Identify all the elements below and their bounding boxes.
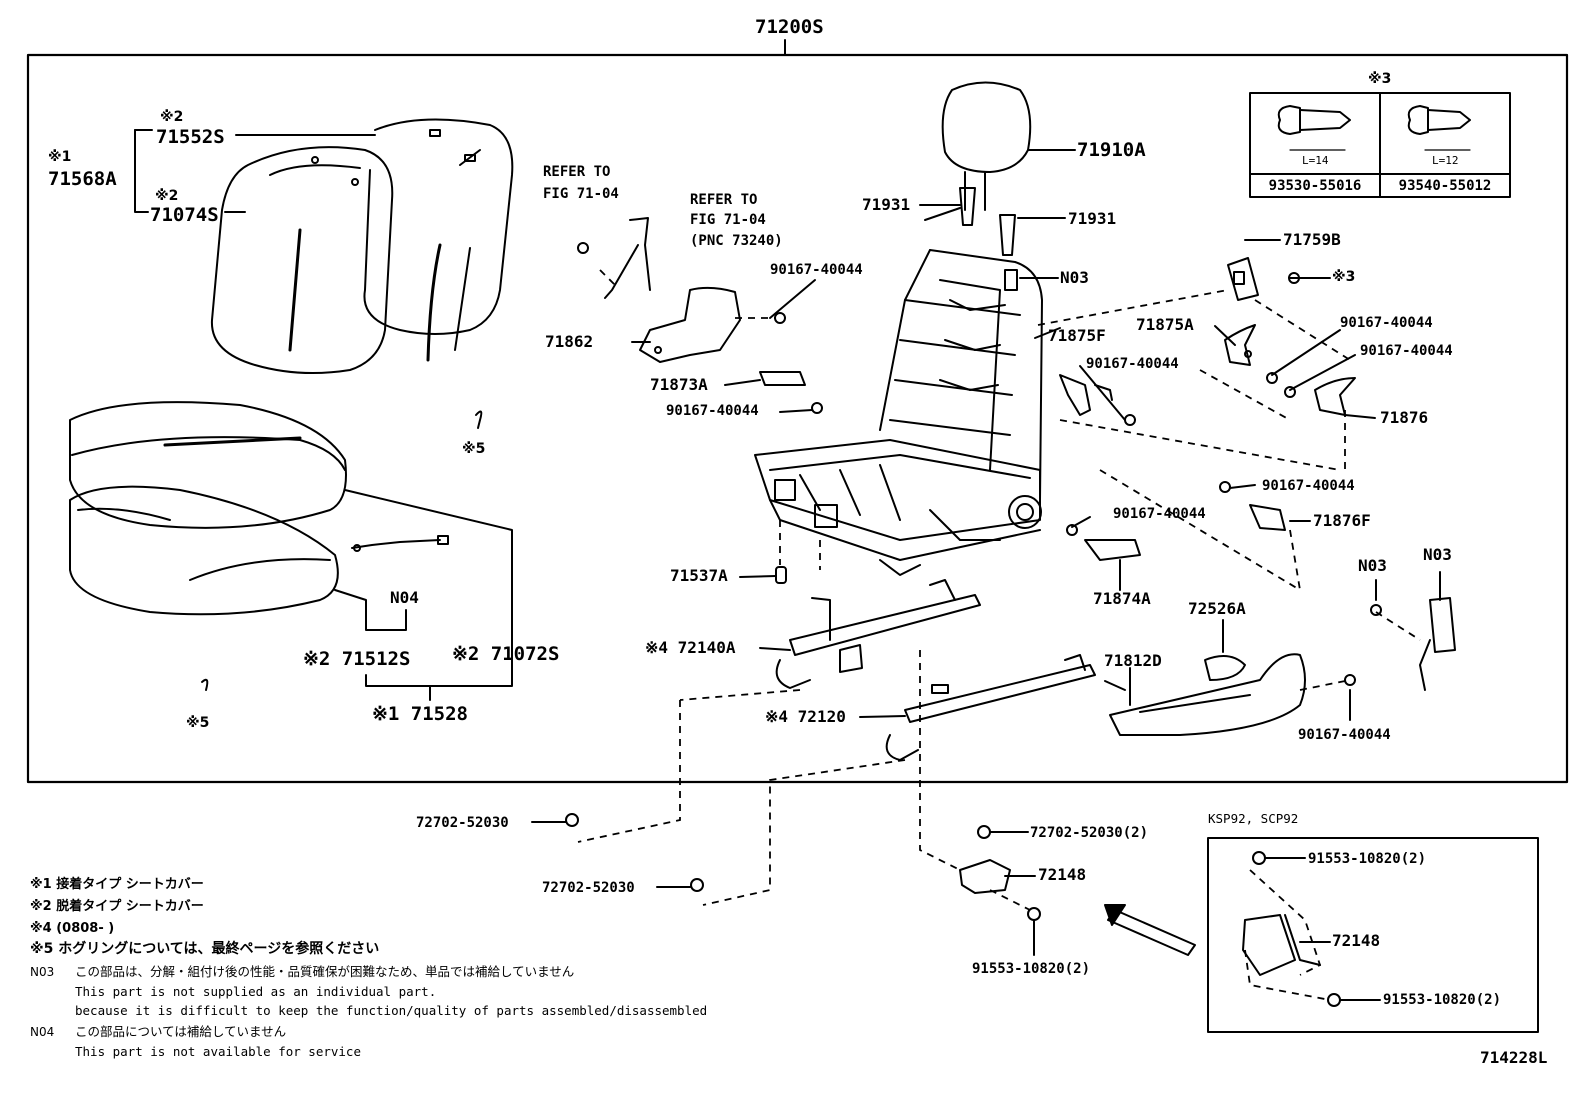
note-mark-4: ※4 (0808- ) [30, 921, 115, 936]
label-90167-h: 90167-40044 [1298, 727, 1391, 743]
note-n03-label: N03 [30, 965, 55, 979]
seat-cushion-cover [69, 401, 347, 529]
label-90167-e: 90167-40044 [1360, 343, 1453, 359]
seat-back-cover [210, 146, 394, 375]
label-90167-f: 90167-40044 [1262, 478, 1355, 494]
refer-fig-1-line1: REFER TO [543, 164, 611, 180]
label-n03-a: N03 [1358, 556, 1387, 575]
mark-1-71568A: ※1 [48, 149, 72, 165]
fastener-part-1: 93530-55016 [1268, 178, 1362, 194]
label-72702-c: 72702-52030(2) [1030, 825, 1149, 841]
note-mark-1: ※1 接着タイプ シートカバー [30, 877, 204, 892]
refer-fig-2-line2: FIG 71-04 [690, 212, 766, 228]
variant-box [1207, 837, 1539, 1033]
figure-code: 714228L [1480, 1048, 1548, 1067]
note-mark-2: ※2 脱着タイプ シートカバー [30, 899, 204, 914]
fastener-table [1249, 92, 1511, 198]
label-90167-d: 90167-40044 [1340, 315, 1433, 331]
label-90167-g: 90167-40044 [1113, 506, 1206, 522]
label-72148-a: 72148 [1038, 865, 1087, 884]
label-n03-b: N03 [1423, 545, 1452, 564]
label-91553-c: 91553-10820(2) [1383, 992, 1502, 1008]
assembly-frame [26, 53, 1569, 784]
fastener-table-header: ※3 [1368, 71, 1392, 87]
label-n03-top: N03 [1060, 268, 1089, 287]
label-71931-a: 71931 [862, 195, 911, 214]
label-71873A: 71873A [650, 375, 708, 394]
label-72148-b: 72148 [1332, 931, 1381, 950]
label-71552S: 71552S [156, 126, 225, 148]
label-71875A: 71875A [1136, 315, 1194, 334]
mark-5-hog-ring-cushion: ※5 [186, 715, 210, 731]
fastener-length-2: L=12 [1432, 154, 1459, 167]
note-n03-en-1: This part is not supplied as an individu… [75, 984, 437, 999]
label-71568A: 71568A [48, 168, 117, 190]
fastener-part-2: 93540-55012 [1398, 178, 1492, 194]
seat-cushion-pad [69, 485, 339, 616]
label-71074S: 71074S [150, 204, 219, 226]
variant-box-title: KSP92, SCP92 [1208, 811, 1299, 826]
mark-5-hog-ring-back: ※5 [462, 441, 486, 457]
label-91553-b: 91553-10820(2) [1308, 851, 1427, 867]
label-71862: 71862 [545, 332, 594, 351]
mark-3-clip: ※3 [1332, 269, 1356, 285]
label-71931-b: 71931 [1068, 209, 1117, 228]
headrest [941, 81, 1032, 211]
seat-frame [754, 249, 1043, 576]
label-72120: ※4 72120 [765, 707, 846, 726]
refer-fig-2-line1: REFER TO [690, 192, 758, 208]
label-71910A: 71910A [1077, 139, 1146, 161]
label-90167-b: 90167-40044 [666, 403, 759, 419]
seat-rail-inner [885, 654, 1096, 761]
mark-2-71074S: ※2 [155, 188, 179, 204]
label-71759B: 71759B [1283, 230, 1341, 249]
fastener-length-1: L=14 [1302, 154, 1329, 167]
note-n03-jp: この部品は、分解・組付け後の性能・品質確保が困難なため、単品では補給していません [75, 964, 575, 979]
label-91553-a: 91553-10820(2) [972, 961, 1091, 977]
note-mark-5: ※5 ホグリングについては、最終ページを参照ください [30, 941, 380, 957]
label-71072S: ※2 71072S [452, 643, 560, 665]
note-n04-label: N04 [30, 1025, 55, 1039]
note-n03-en-2: because it is difficult to keep the func… [75, 1003, 708, 1018]
seat-back-pad [363, 118, 514, 362]
label-71537A: 71537A [670, 566, 728, 585]
label-90167-a: 90167-40044 [770, 262, 863, 278]
label-71874A: 71874A [1093, 589, 1151, 608]
label-72526A: 72526A [1188, 599, 1246, 618]
label-71876F: 71876F [1313, 511, 1371, 530]
label-90167-c: 90167-40044 [1086, 356, 1179, 372]
label-72702-a: 72702-52030 [416, 815, 509, 831]
label-71812D: 71812D [1104, 651, 1162, 670]
assembly-number: 71200S [755, 16, 824, 38]
seat-rail-outer [775, 579, 981, 689]
mark-2-71552S: ※2 [160, 109, 184, 125]
label-71876: 71876 [1380, 408, 1429, 427]
label-71528: ※1 71528 [372, 703, 468, 725]
note-n04-en: This part is not available for service [75, 1044, 361, 1059]
label-72140A: ※4 72140A [645, 638, 736, 657]
label-72702-b: 72702-52030 [542, 880, 635, 896]
label-71875F: 71875F [1048, 326, 1106, 345]
label-71512S: ※2 71512S [303, 648, 411, 670]
refer-fig-2-line3: (PNC 73240) [690, 233, 783, 249]
note-n04-jp: この部品については補給していません [75, 1024, 287, 1039]
refer-fig-1-line2: FIG 71-04 [543, 186, 619, 202]
label-n04: N04 [390, 588, 419, 607]
